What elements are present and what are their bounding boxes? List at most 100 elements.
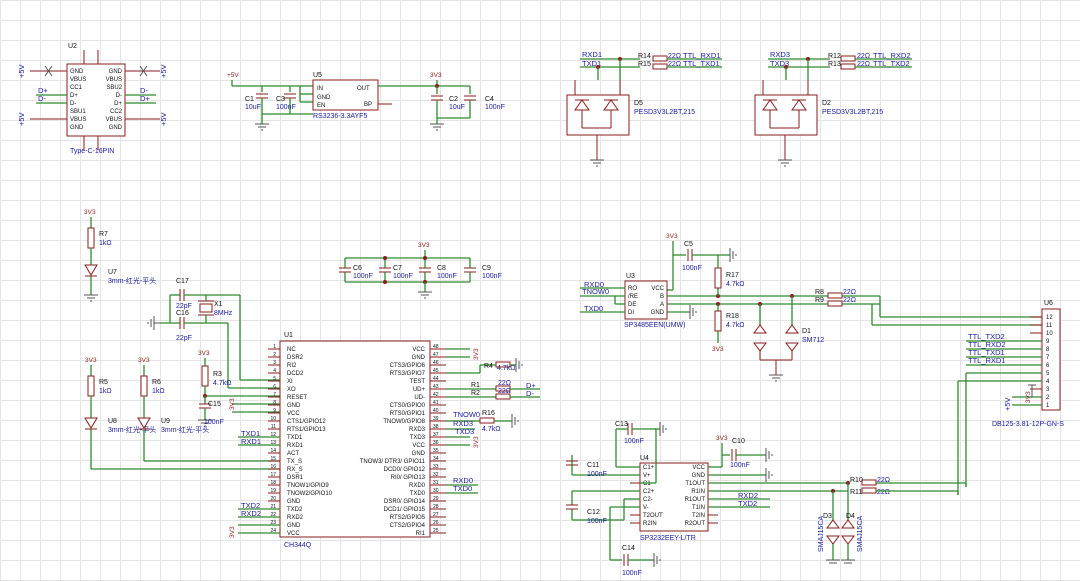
svg-text:30: 30 <box>433 488 439 494</box>
u4-right-pin-7: R2OUT <box>685 521 706 527</box>
svg-text:23: 23 <box>270 520 276 526</box>
u3-body <box>624 280 668 320</box>
r6-net-3v3: 3V3 <box>138 357 150 364</box>
ttl1-protection-block[interactable]: RXD1 TXD1 R14 R15 22Ω 22Ω TTL_RXD1 TTL_T… <box>566 50 722 167</box>
d2-value: PESD3V3L2BT,215 <box>822 109 883 116</box>
svg-text:48: 48 <box>433 344 439 350</box>
x1-designator: X1 <box>214 301 223 308</box>
u1-left-pin-11: TXD1 <box>287 435 303 441</box>
u6-net-ttl-txd1: TTL_TXD1 <box>968 348 1005 357</box>
c11-value: 100nF <box>587 471 607 478</box>
u2-net-dp-right: D+ <box>140 94 150 103</box>
d5-net-ttl-txd1: TTL_TXD1 <box>683 59 720 68</box>
ldo-regulator-block[interactable]: +5V C1 10uF C3 100nF U5 IN GND EN OUT BP… <box>227 72 505 131</box>
d3-designator: D3 <box>823 513 832 520</box>
ch344q-ic[interactable]: U1 CH344Q NCDSR2RI2DCD2XIXORESETGNDVCCCT… <box>229 332 540 549</box>
u6-pin-7: 5 <box>1046 371 1050 377</box>
d4-value: SMAJ15CA <box>857 515 864 552</box>
d2-designator: D2 <box>822 100 831 107</box>
r10-designator: R10 <box>850 477 863 484</box>
u1-left-pin-14: TX_S <box>287 459 302 465</box>
u1-net-txd1: TXD1 <box>241 429 260 438</box>
d2-net-ttl-rxd2: TTL_RXD2 <box>873 51 911 60</box>
u4-net-rxd2: RXD2 <box>738 491 758 500</box>
c1-designator: C1 <box>245 96 254 103</box>
r16-designator: R16 <box>482 410 495 417</box>
d5-value: PESD3V3L2BT,215 <box>634 109 695 116</box>
r15-designator: R15 <box>638 61 651 68</box>
r11-value: 22Ω <box>877 489 890 496</box>
svg-text:21: 21 <box>270 504 276 510</box>
c14-value: 100nF <box>622 570 642 577</box>
decoupling-block[interactable]: 3V3 C6 100nF C7 100nF C8 100nF C9 100nF <box>339 242 502 299</box>
crystal-block[interactable]: C17 22pF C16 22pF X1 8MHz <box>147 278 280 389</box>
u1-right-pin-17: RXD0 <box>409 483 426 489</box>
c6-designator: C6 <box>353 265 362 272</box>
svg-text:47: 47 <box>433 352 439 358</box>
rs232-transceiver-block[interactable]: U4 C1+V+C1-C2+C2-V-T2OUTR2INVCCGNDT1OUTR… <box>566 421 967 577</box>
u1-right-pin-23: RI1 <box>416 531 426 537</box>
svg-text:2: 2 <box>273 352 276 358</box>
r7-net-3v3: 3V3 <box>84 209 96 216</box>
status-led-block[interactable]: 3V3 R5 1kΩ U8 3mm-红光-平头 3V3 R6 1kΩ U9 3m… <box>84 357 280 470</box>
svg-text:13: 13 <box>270 440 276 446</box>
u2-left-pin-4: D- <box>70 101 76 107</box>
u1-value: CH344Q <box>284 542 312 549</box>
svg-text:26: 26 <box>433 520 439 526</box>
u2-right-pin-5: CC2 <box>110 109 123 115</box>
u2-left-pin-0: GND <box>70 69 84 75</box>
r4-value: 4.7kΩ <box>497 365 515 372</box>
svg-text:46: 46 <box>433 360 439 366</box>
c8-designator: C8 <box>437 265 446 272</box>
u4-right-pin-6: T2IN <box>692 513 705 519</box>
reset-block[interactable]: 3V3 R3 4.7kΩ C15 100nF 3V3 <box>198 350 280 427</box>
u2-body <box>66 63 126 137</box>
c15-value: 100nF <box>204 419 224 426</box>
u1-left-pin-16: DSR1 <box>287 475 304 481</box>
svg-text:22: 22 <box>270 512 276 518</box>
svg-text:18: 18 <box>270 480 276 486</box>
u1-right-pin-12: VCC <box>412 443 425 449</box>
u1-body <box>279 340 431 538</box>
u4-right-pin-2: T1OUT <box>685 481 705 487</box>
u5-pin-in: IN <box>317 86 323 92</box>
u1-left-pin-12: RXD1 <box>287 443 304 449</box>
r15-value: 22Ω <box>668 61 681 68</box>
u1-right-pin-13: GND <box>412 451 426 457</box>
u6-value: DB125-3.81-12P-GN-S <box>992 421 1064 428</box>
u1-left-pin-15: RX_S <box>287 467 303 473</box>
u1-left-pin-6: RESET <box>287 395 307 401</box>
u5-pin-out: OUT <box>357 86 370 92</box>
u1-right-pin-10: RXD3 <box>409 427 426 433</box>
u1-left-pin-1: DSR2 <box>287 355 304 361</box>
c15-designator: C15 <box>208 401 221 408</box>
u6-pin-6: 6 <box>1046 363 1050 369</box>
power-led-block[interactable]: 3V3 R7 1kΩ U7 3mm-红光-平头 <box>84 209 156 302</box>
u1-right-pin-7: CTS0/GPIO0 <box>390 403 426 409</box>
r2-designator: R2 <box>471 390 480 397</box>
d1-designator: D1 <box>802 328 811 335</box>
u3-right-pin-1: B <box>660 294 664 300</box>
u2-left-pin-3: D+ <box>70 93 78 99</box>
c10-value: 100nF <box>730 462 750 469</box>
u1-right-pin-22: CTS2/GPIO4 <box>390 523 426 529</box>
u1-right-pin-0: VCC <box>412 347 425 353</box>
u1-right-pins: VCCGNDCTS3/GPIO6RTS3/GPIO7TESTUD+UD-CTS0… <box>360 344 446 537</box>
u1-right-pin-11: TXD3 <box>410 435 426 441</box>
u5-body <box>312 79 379 111</box>
svg-text:35: 35 <box>433 448 439 454</box>
d5-net-rxd1: RXD1 <box>582 50 602 59</box>
u2-net-p5v-left-bot: +5V <box>17 112 26 126</box>
u1-left-pin-13: ACT <box>287 451 299 457</box>
c12-value: 100nF <box>587 518 607 525</box>
u6-net-p5v: +5V <box>1003 397 1012 411</box>
usb-typec-connector[interactable]: U2 Type-C-16PIN GNDVBUSCC1D+D-SBU1VBUSGN… <box>17 43 168 155</box>
c16-value: 22pF <box>176 335 192 342</box>
c12-designator: C12 <box>587 509 600 516</box>
u4-right-pin-5: T1IN <box>692 505 705 511</box>
ttl2-protection-block[interactable]: RXD3 TXD3 R12 R13 22Ω 22Ω TTL_RXD2 TTL_T… <box>754 50 912 167</box>
